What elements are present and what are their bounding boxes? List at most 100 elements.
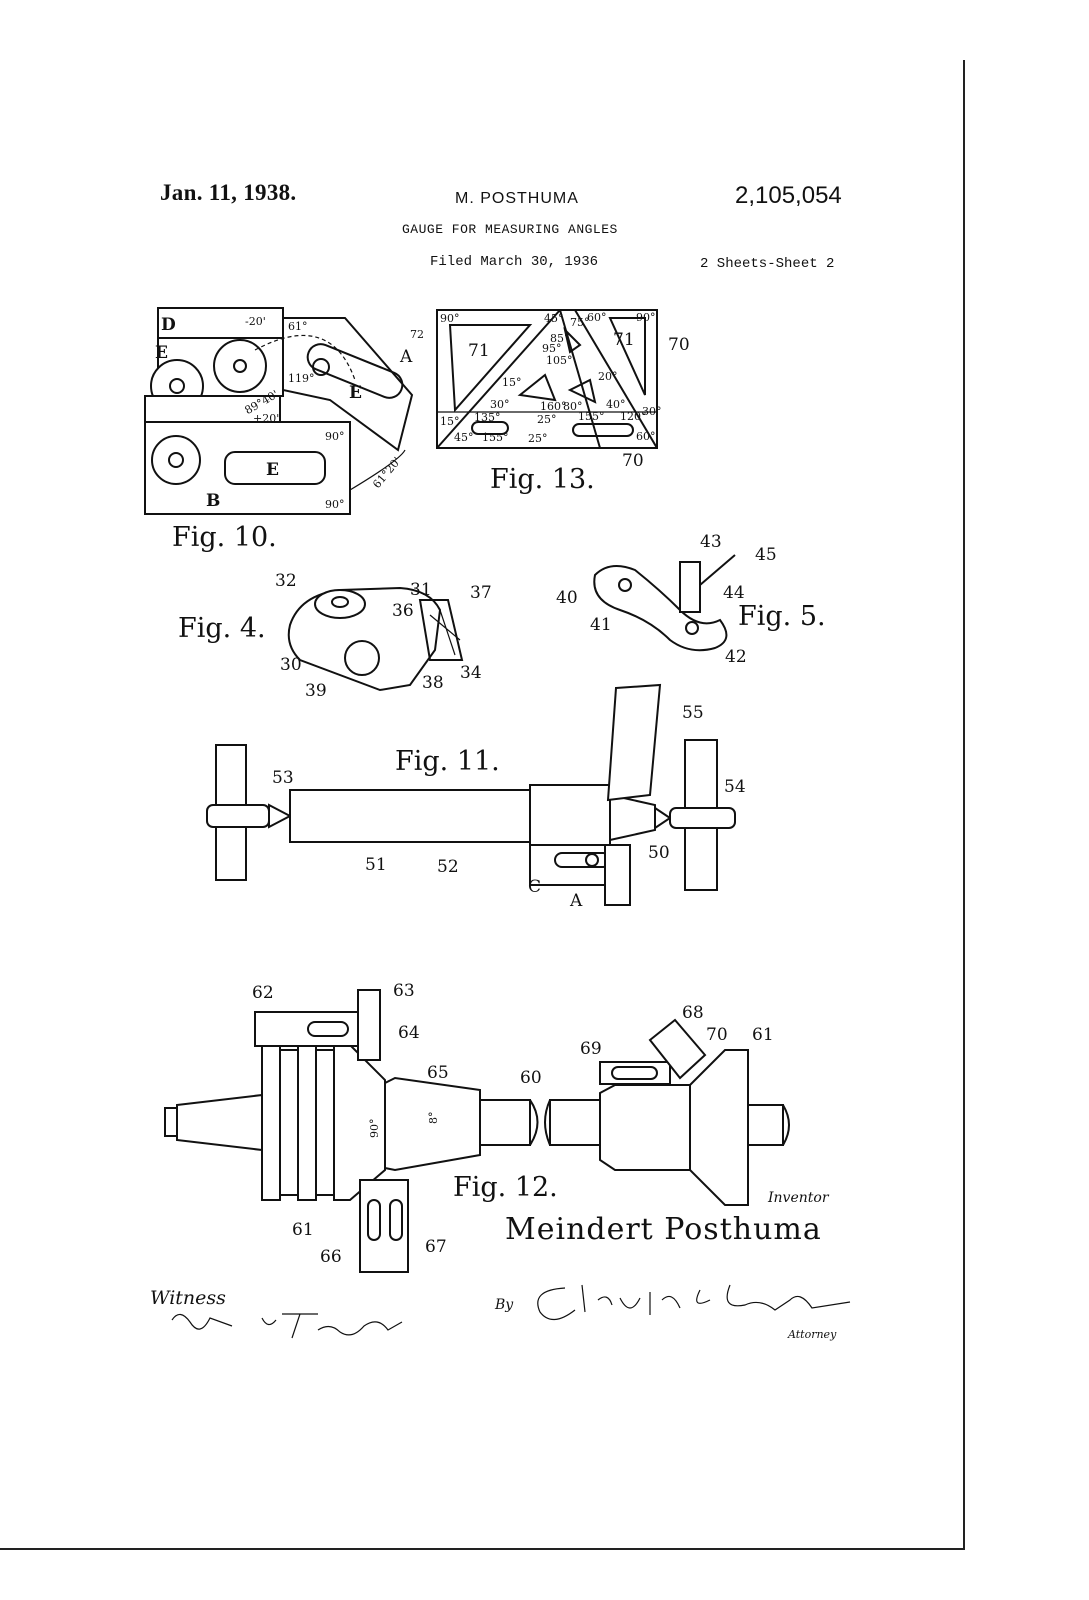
fig10-ref: A bbox=[399, 347, 413, 367]
fig12-cone-right bbox=[689, 1049, 749, 1206]
fig11-grinding-wheel bbox=[606, 683, 662, 802]
fig11-ref: C bbox=[528, 877, 541, 897]
fig13-angle: 30° bbox=[642, 405, 662, 418]
fig13-angle: 15° bbox=[440, 415, 460, 428]
fig12-ref: 61 bbox=[752, 1025, 774, 1045]
fig12-shaft-left bbox=[479, 1099, 531, 1146]
page-border-right bbox=[963, 60, 965, 1550]
fig10-blade-a bbox=[282, 317, 414, 452]
fig4-ref: 39 bbox=[305, 681, 327, 701]
fig12-gauge-bar bbox=[254, 1011, 376, 1047]
fig4-ref: 31 bbox=[410, 580, 432, 600]
fig4-ref: 32 bbox=[275, 571, 297, 591]
fig4-ref: 30 bbox=[280, 655, 302, 675]
fig10-slot bbox=[224, 451, 326, 485]
fig13-angle: 45° bbox=[454, 431, 474, 444]
patent-date: Jan. 11, 1938. bbox=[160, 180, 297, 205]
fig10-bar-middle bbox=[144, 395, 281, 423]
fig12-ref: 67 bbox=[425, 1237, 447, 1257]
fig10-angle: 61° bbox=[288, 320, 308, 333]
fig13-angle: 80° bbox=[563, 400, 583, 413]
fig10-ref: E bbox=[155, 343, 168, 363]
fig5-ref: 41 bbox=[590, 615, 612, 635]
fig4-screw bbox=[344, 640, 380, 676]
fig10-angle: 90° bbox=[325, 430, 345, 443]
fig13-angle: 20° bbox=[598, 370, 618, 383]
fig13-angle: 30° bbox=[490, 398, 510, 411]
fig13-angle: 15° bbox=[502, 376, 522, 389]
fig12-angle: 90° bbox=[368, 1119, 381, 1139]
fig4-ref: 36 bbox=[392, 601, 414, 621]
fig13-ref: 72 bbox=[410, 328, 424, 341]
fig11-ref: 53 bbox=[272, 768, 294, 788]
fig11-ref: 55 bbox=[682, 703, 704, 723]
fig5-post bbox=[679, 561, 701, 613]
fig10-angle: 119° bbox=[288, 372, 315, 385]
figure-5: 43 45 40 41 44 42 Fig. 5. bbox=[556, 532, 826, 667]
fig13-angle: 160° bbox=[540, 400, 567, 413]
fig13-angle: 25° bbox=[528, 432, 548, 445]
fig12-collet bbox=[384, 1076, 481, 1172]
by-caption: By bbox=[495, 1297, 514, 1313]
fig11-label: Fig. 11. bbox=[395, 746, 500, 777]
fig12-label: Fig. 12. bbox=[453, 1172, 558, 1203]
filed-date: Filed March 30, 1936 bbox=[430, 254, 599, 270]
fig5-ref: 45 bbox=[755, 545, 777, 565]
inventor-caption: Inventor bbox=[768, 1190, 829, 1206]
fig11-ref: 54 bbox=[724, 777, 746, 797]
fig12-ref: 70 bbox=[706, 1025, 728, 1045]
fig13-angle: 90° bbox=[440, 312, 460, 325]
inventor-name: Meindert Posthuma bbox=[505, 1212, 822, 1247]
fig4-ref: 34 bbox=[460, 663, 482, 683]
fig10-label: Fig. 10. bbox=[172, 522, 277, 553]
fig12-ref: 63 bbox=[393, 981, 415, 1001]
attorney-signature bbox=[537, 1284, 851, 1321]
fig13-angle: 85° bbox=[550, 332, 570, 345]
fig4-ref: 37 bbox=[470, 583, 492, 603]
fig13-angle: 135° bbox=[474, 411, 501, 424]
fig13-ref: 71 bbox=[613, 330, 635, 350]
fig12-ref: 64 bbox=[398, 1023, 420, 1043]
patent-title: GAUGE FOR MEASURING ANGLES bbox=[402, 222, 618, 237]
attorney-caption: Attorney bbox=[788, 1328, 837, 1341]
fig5-ref: 42 bbox=[725, 647, 747, 667]
fig12-ref: 61 bbox=[292, 1220, 314, 1240]
figure-11: 53 55 54 51 52 50 C A Fig. 11. bbox=[206, 683, 746, 911]
page-border-bottom bbox=[0, 1548, 965, 1550]
fig10-ref: E bbox=[349, 383, 362, 403]
fig10-ref: B bbox=[206, 491, 220, 511]
fig13-angle: 60° bbox=[587, 311, 607, 324]
figure-12: 62 63 64 65 60 68 69 70 61 61 66 67 90° … bbox=[164, 981, 790, 1273]
fig5-ref: 44 bbox=[723, 583, 745, 603]
witness-signature bbox=[171, 1313, 403, 1339]
fig13-angle: 40° bbox=[606, 398, 626, 411]
fig11-shaft bbox=[289, 789, 531, 843]
fig4-ref: 38 bbox=[422, 673, 444, 693]
fig12-angle: 8° bbox=[427, 1112, 440, 1125]
fig10-angle: +20' bbox=[253, 412, 279, 425]
fig11-ref: 51 bbox=[365, 855, 387, 875]
fig5-link-plate bbox=[593, 565, 728, 652]
fig11-ref: 52 bbox=[437, 857, 459, 877]
sheet-count: 2 Sheets-Sheet 2 bbox=[700, 256, 835, 272]
fig13-angle: 105° bbox=[546, 354, 573, 367]
fig11-ref: 50 bbox=[648, 843, 670, 863]
fig12-ref: 69 bbox=[580, 1039, 602, 1059]
fig13-ref: 70 bbox=[668, 335, 690, 355]
fig13-angle: 120° bbox=[620, 410, 647, 423]
fig13-ref: 70 bbox=[622, 451, 644, 471]
fig13-angle: 45° bbox=[544, 312, 564, 325]
fig10-ref: D bbox=[161, 315, 176, 335]
fig12-ref: 68 bbox=[682, 1003, 704, 1023]
fig13-angle: 95° bbox=[542, 342, 562, 355]
fig5-label: Fig. 5. bbox=[738, 601, 826, 632]
fig10-angle: 90° bbox=[325, 498, 345, 511]
fig10-round-end bbox=[213, 339, 267, 393]
fig12-ref: 62 bbox=[252, 983, 274, 1003]
fig13-angle: 155° bbox=[578, 410, 605, 423]
fig13-angle: 60° bbox=[636, 430, 656, 443]
fig13-label: Fig. 13. bbox=[490, 464, 595, 495]
fig4-knob bbox=[314, 589, 366, 619]
fig13-angle: 90° bbox=[636, 311, 656, 324]
